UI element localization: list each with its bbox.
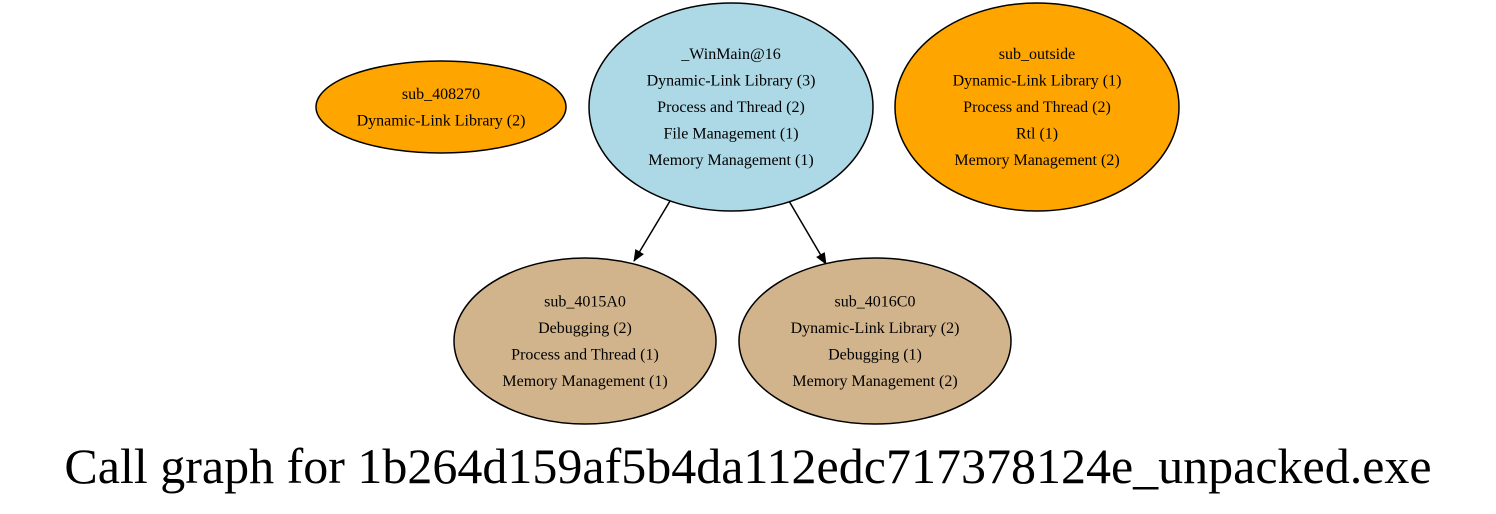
node-api-category: Memory Management (1) — [648, 152, 813, 169]
node-ellipse — [315, 60, 567, 154]
node-api-category: Dynamic-Link Library (1) — [953, 73, 1122, 90]
node-title: sub_408270 — [402, 86, 480, 103]
node-api-category: File Management (1) — [663, 126, 798, 143]
node-api-category: Rtl (1) — [1016, 126, 1058, 143]
node-ellipse — [588, 2, 874, 212]
call-edge-arrow — [633, 200, 671, 262]
node-api-category: Dynamic-Link Library (2) — [791, 320, 960, 337]
node-api-category: Debugging (2) — [538, 320, 632, 337]
node-api-category: Memory Management (2) — [792, 373, 957, 390]
node-ellipse — [894, 2, 1180, 212]
node-title: sub_4016C0 — [835, 293, 916, 310]
node-api-category: Process and Thread (1) — [511, 346, 659, 363]
edges — [633, 200, 827, 265]
node-ellipse — [738, 257, 1012, 425]
node-title: _WinMain@16 — [680, 46, 780, 63]
node-title: sub_4015A0 — [544, 293, 626, 310]
node-api-category: Memory Management (2) — [954, 152, 1119, 169]
graph-caption: Call graph for 1b264d159af5b4da112edc717… — [64, 438, 1431, 494]
node-api-category: Dynamic-Link Library (2) — [357, 112, 526, 129]
node-api-category: Memory Management (1) — [502, 373, 667, 390]
node-api-category: Process and Thread (2) — [657, 99, 805, 116]
call-edge-arrow — [788, 200, 827, 265]
node-title: sub_outside — [999, 46, 1075, 63]
node-api-category: Debugging (1) — [828, 346, 922, 363]
node-ellipse — [453, 257, 717, 425]
node-api-category: Process and Thread (2) — [963, 99, 1111, 116]
node-api-category: Dynamic-Link Library (3) — [647, 73, 816, 90]
